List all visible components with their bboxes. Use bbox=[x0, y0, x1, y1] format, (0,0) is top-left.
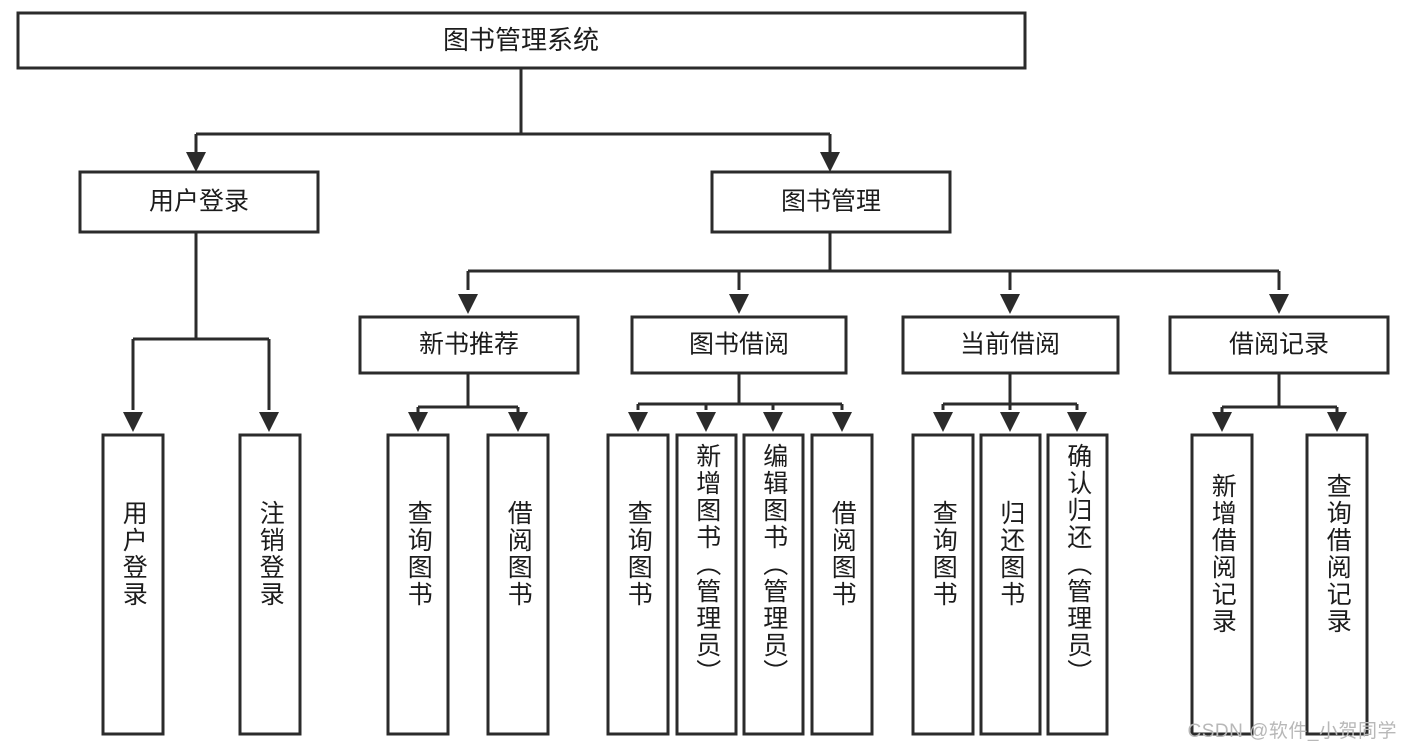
leaf-box-current-borrow-1[interactable] bbox=[979, 433, 1042, 736]
level2-box-2[interactable] bbox=[901, 315, 1120, 375]
root-label: 图书管理系统 bbox=[443, 25, 599, 55]
edge-group-userlogin-to-leaves bbox=[123, 232, 279, 432]
arrow-icon bbox=[1000, 294, 1020, 314]
arrow-icon bbox=[508, 412, 528, 432]
leaf-box-current-borrow-0[interactable] bbox=[911, 433, 975, 736]
leaf-box-borrow-record-1[interactable] bbox=[1305, 433, 1369, 736]
arrow-icon bbox=[820, 152, 840, 172]
arrow-icon bbox=[123, 412, 143, 432]
arrow-icon bbox=[763, 412, 783, 432]
edge-group-root-to-level1 bbox=[186, 68, 840, 172]
leaf-box-book-borrow-2[interactable] bbox=[742, 433, 805, 736]
arrow-icon bbox=[458, 294, 478, 314]
arrow-icon bbox=[832, 412, 852, 432]
node-level1-user-login[interactable]: 用户登录 bbox=[78, 170, 320, 234]
csdn-watermark: CSDN @软件_小贺同学 bbox=[1187, 721, 1397, 742]
level2-label-3: 借阅记录 bbox=[1229, 331, 1329, 359]
arrow-icon bbox=[1000, 412, 1020, 432]
root-box[interactable] bbox=[16, 11, 1027, 70]
edge-group-newbook-to-leaves bbox=[408, 373, 528, 432]
level2-label-0: 新书推荐 bbox=[419, 331, 519, 359]
level1-label-1: 图书管理 bbox=[781, 188, 881, 216]
arrow-icon bbox=[259, 412, 279, 432]
level2-box-1[interactable] bbox=[630, 315, 848, 375]
arrow-icon bbox=[186, 152, 206, 172]
arrow-icon bbox=[1212, 412, 1232, 432]
level1-box-1[interactable] bbox=[710, 170, 952, 234]
edge-group-borrowrecord-to-leaves bbox=[1212, 373, 1347, 432]
leaf-box-new-book-1[interactable] bbox=[486, 433, 550, 736]
level2-box-0[interactable] bbox=[358, 315, 580, 375]
node-root[interactable]: 图书管理系统 bbox=[16, 11, 1027, 70]
leaf-box-book-borrow-1[interactable] bbox=[675, 433, 738, 736]
node-level1-book-management[interactable]: 图书管理 bbox=[710, 170, 952, 234]
arrow-icon bbox=[1269, 294, 1289, 314]
level2-label-1: 图书借阅 bbox=[689, 331, 789, 359]
leaf-box-borrow-record-0[interactable] bbox=[1190, 433, 1254, 736]
node-level2-current-borrow[interactable]: 当前借阅 bbox=[901, 315, 1120, 375]
arrow-icon bbox=[1327, 412, 1347, 432]
arrow-icon bbox=[933, 412, 953, 432]
leaf-box-user-login-1[interactable] bbox=[238, 433, 302, 736]
arrow-icon bbox=[729, 294, 749, 314]
leaf-box-current-borrow-2[interactable] bbox=[1046, 433, 1109, 736]
node-level2-new-book-recommend[interactable]: 新书推荐 bbox=[358, 315, 580, 375]
leaf-box-book-borrow-0[interactable] bbox=[606, 433, 670, 736]
node-level2-borrow-record[interactable]: 借阅记录 bbox=[1168, 315, 1390, 375]
leaf-box-user-login-0[interactable] bbox=[101, 433, 165, 736]
leaf-box-new-book-0[interactable] bbox=[386, 433, 450, 736]
arrow-icon bbox=[408, 412, 428, 432]
edge-group-bookmgmt-to-level2 bbox=[458, 232, 1289, 314]
edge-group-currentborrow-to-leaves bbox=[933, 373, 1087, 432]
arrow-icon bbox=[696, 412, 716, 432]
level1-box-0[interactable] bbox=[78, 170, 320, 234]
node-level2-book-borrow[interactable]: 图书借阅 bbox=[630, 315, 848, 375]
arrow-icon bbox=[1067, 412, 1087, 432]
edge-group-bookborrow-to-leaves bbox=[628, 373, 852, 432]
level2-box-3[interactable] bbox=[1168, 315, 1390, 375]
level1-label-0: 用户登录 bbox=[149, 188, 249, 216]
leaf-box-book-borrow-3[interactable] bbox=[810, 433, 874, 736]
level2-label-2: 当前借阅 bbox=[960, 331, 1060, 359]
arrow-icon bbox=[628, 412, 648, 432]
